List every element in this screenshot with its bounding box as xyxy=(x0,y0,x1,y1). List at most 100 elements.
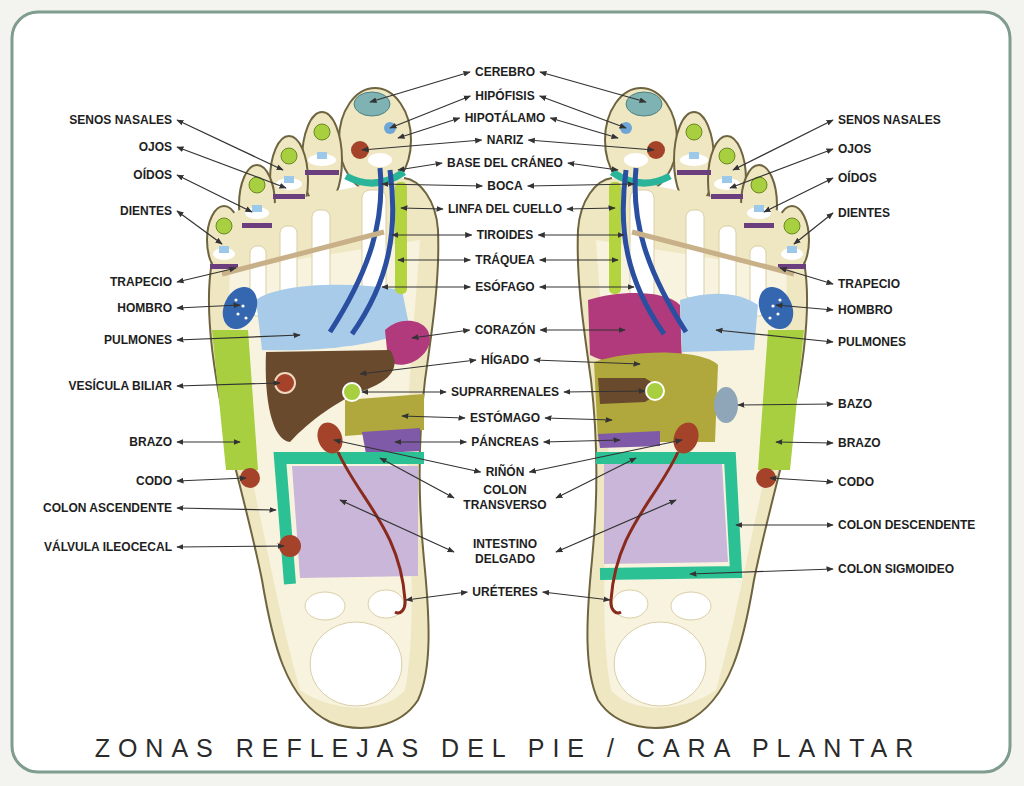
zone-label: OJOS xyxy=(838,142,871,157)
shoulder-dot xyxy=(236,312,239,315)
teeth-zone xyxy=(242,223,272,228)
leader-line xyxy=(543,592,610,600)
leader-line xyxy=(177,478,246,481)
leader-line xyxy=(177,147,286,188)
leader-line xyxy=(736,524,833,525)
zone-label: COLON TRANSVERSO xyxy=(459,483,551,513)
zone-label: TRAPECIO xyxy=(838,277,900,292)
teeth-zone xyxy=(305,170,339,175)
zone-label: DIENTES xyxy=(838,206,890,221)
toe-bone xyxy=(368,153,392,167)
zone-label: VÁLVULA ILEOCECAL xyxy=(44,540,172,555)
leader-line xyxy=(528,140,654,150)
leader-line xyxy=(412,330,470,338)
zone-label: TRAPECIO xyxy=(110,275,172,290)
leader-line xyxy=(776,442,833,443)
zone-label: TIROIDES xyxy=(477,228,534,243)
zone-label: DIENTES xyxy=(120,204,172,219)
trachea-line xyxy=(330,168,381,332)
zone-label: COLON DESCENDENTE xyxy=(838,518,975,533)
leader-line xyxy=(334,440,481,472)
leader-line xyxy=(534,360,640,364)
zone-label: SUPRARRENALES xyxy=(451,385,559,400)
leader-line xyxy=(540,96,626,128)
leader-line xyxy=(776,305,833,310)
leader-line xyxy=(564,391,645,392)
leader-line xyxy=(544,440,620,442)
organ-zones xyxy=(588,293,758,574)
zone-label: SENOS NASALES xyxy=(838,113,941,128)
leader-line xyxy=(540,259,618,260)
leader-line xyxy=(545,418,612,420)
big-toe xyxy=(339,88,411,192)
pancreas-zone xyxy=(598,431,660,448)
leader-line xyxy=(177,268,236,282)
leader-line xyxy=(177,508,276,510)
leader-line xyxy=(529,440,682,472)
zone-label: ESTÓMAGO xyxy=(470,411,540,426)
sinus-zone xyxy=(314,124,330,140)
zone-label: VESÍCULA BILIAR xyxy=(68,379,172,394)
shoulder-dot xyxy=(244,316,247,319)
adrenal-zone xyxy=(646,382,664,400)
sinus-zone xyxy=(281,148,297,164)
leader-line xyxy=(401,208,443,209)
zone-label: CORAZÓN xyxy=(475,323,536,338)
heel-bone xyxy=(310,622,402,706)
zone-label: BOCA xyxy=(487,179,522,194)
leader-line xyxy=(690,569,833,574)
leader-line xyxy=(568,163,618,170)
leader-line xyxy=(738,404,833,405)
leader-line xyxy=(398,259,470,260)
leader-line xyxy=(392,234,472,235)
sinus-zone xyxy=(216,218,232,234)
chart-title: ZONAS REFLEJAS DEL PIE / CARA PLANTAR xyxy=(95,734,922,763)
skull-base-zone xyxy=(346,172,404,183)
ear-zone xyxy=(219,246,229,253)
sole-inner xyxy=(229,240,420,708)
adrenal-zone xyxy=(343,383,361,401)
leader-line xyxy=(177,441,240,442)
brain-zone xyxy=(354,92,390,116)
zone-label: URÉTERES xyxy=(472,585,537,600)
shoulder-dot xyxy=(241,304,244,307)
neck-lymph-zone xyxy=(395,182,407,294)
leader-line xyxy=(540,329,625,330)
leader-line xyxy=(716,330,833,342)
zone-label: SENOS NASALES xyxy=(69,113,172,128)
zone-label: COLON SIGMOIDEO xyxy=(838,562,954,577)
ear-zone xyxy=(252,205,262,212)
pancreas-zone xyxy=(362,428,420,454)
arm-zone xyxy=(212,330,258,470)
leader-line xyxy=(402,416,465,418)
zone-label: CEREBRO xyxy=(475,65,535,80)
zone-label: HÍGADO xyxy=(481,353,529,368)
trapezius-zone xyxy=(222,232,384,274)
zone-label: PULMONES xyxy=(104,333,172,348)
leader-line xyxy=(177,175,252,212)
teeth-zone xyxy=(273,194,305,199)
eye-zone xyxy=(317,152,327,159)
leader-line xyxy=(360,360,476,374)
leader-line xyxy=(177,546,284,547)
zone-label: INTESTINO DELGADO xyxy=(459,537,551,567)
eye-zone xyxy=(284,176,294,183)
zone-label: RIÑÓN xyxy=(486,465,525,480)
zone-label: CODO xyxy=(838,475,874,490)
leader-line xyxy=(398,118,460,138)
leader-line xyxy=(556,500,676,552)
zone-label: BRAZO xyxy=(838,436,881,451)
zone-label: PULMONES xyxy=(838,335,906,350)
spleen-zone xyxy=(714,387,738,423)
leader-line xyxy=(382,286,470,287)
leader-line xyxy=(177,383,280,386)
leader-line xyxy=(398,163,442,170)
zone-label: HIPÓFISIS xyxy=(475,89,534,104)
leader-line xyxy=(177,335,300,340)
zone-label: CODO xyxy=(136,474,172,489)
zone-label: PÁNCREAS xyxy=(471,435,538,450)
esophagus-line xyxy=(352,170,393,334)
leader-line xyxy=(764,178,833,212)
leader-line xyxy=(780,268,833,284)
